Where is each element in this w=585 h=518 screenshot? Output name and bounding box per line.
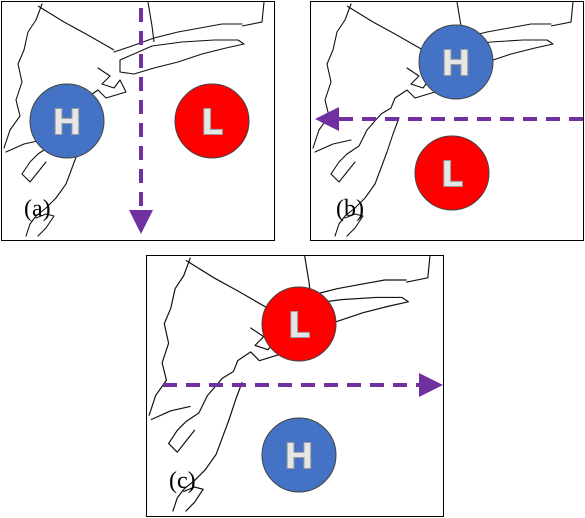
high-pressure-center: H [261, 417, 337, 493]
low-pressure-center: L [174, 83, 250, 159]
basemap-c: L H [148, 256, 443, 512]
svg-text:L: L [441, 155, 464, 196]
high-pressure-center: H [29, 83, 105, 159]
map-panel-a: H L (a) [1, 1, 275, 241]
basemap-a: H L [3, 2, 265, 237]
svg-text:L: L [201, 103, 224, 144]
panel-label-a: (a) [24, 196, 51, 222]
svg-text:H: H [284, 437, 314, 478]
svg-text:H: H [52, 103, 82, 144]
low-pressure-center: L [414, 135, 490, 211]
low-pressure-center: L [261, 286, 337, 362]
panel-label-c: (c) [169, 468, 196, 494]
map-panel-b: H L (b) [310, 1, 584, 241]
panel-label-b: (b) [336, 196, 364, 222]
map-panel-c: L H (c) [146, 255, 444, 517]
high-pressure-center: H [418, 24, 494, 100]
svg-text:L: L [288, 306, 311, 347]
svg-text:H: H [441, 44, 471, 85]
basemap-b: H L [312, 2, 583, 237]
